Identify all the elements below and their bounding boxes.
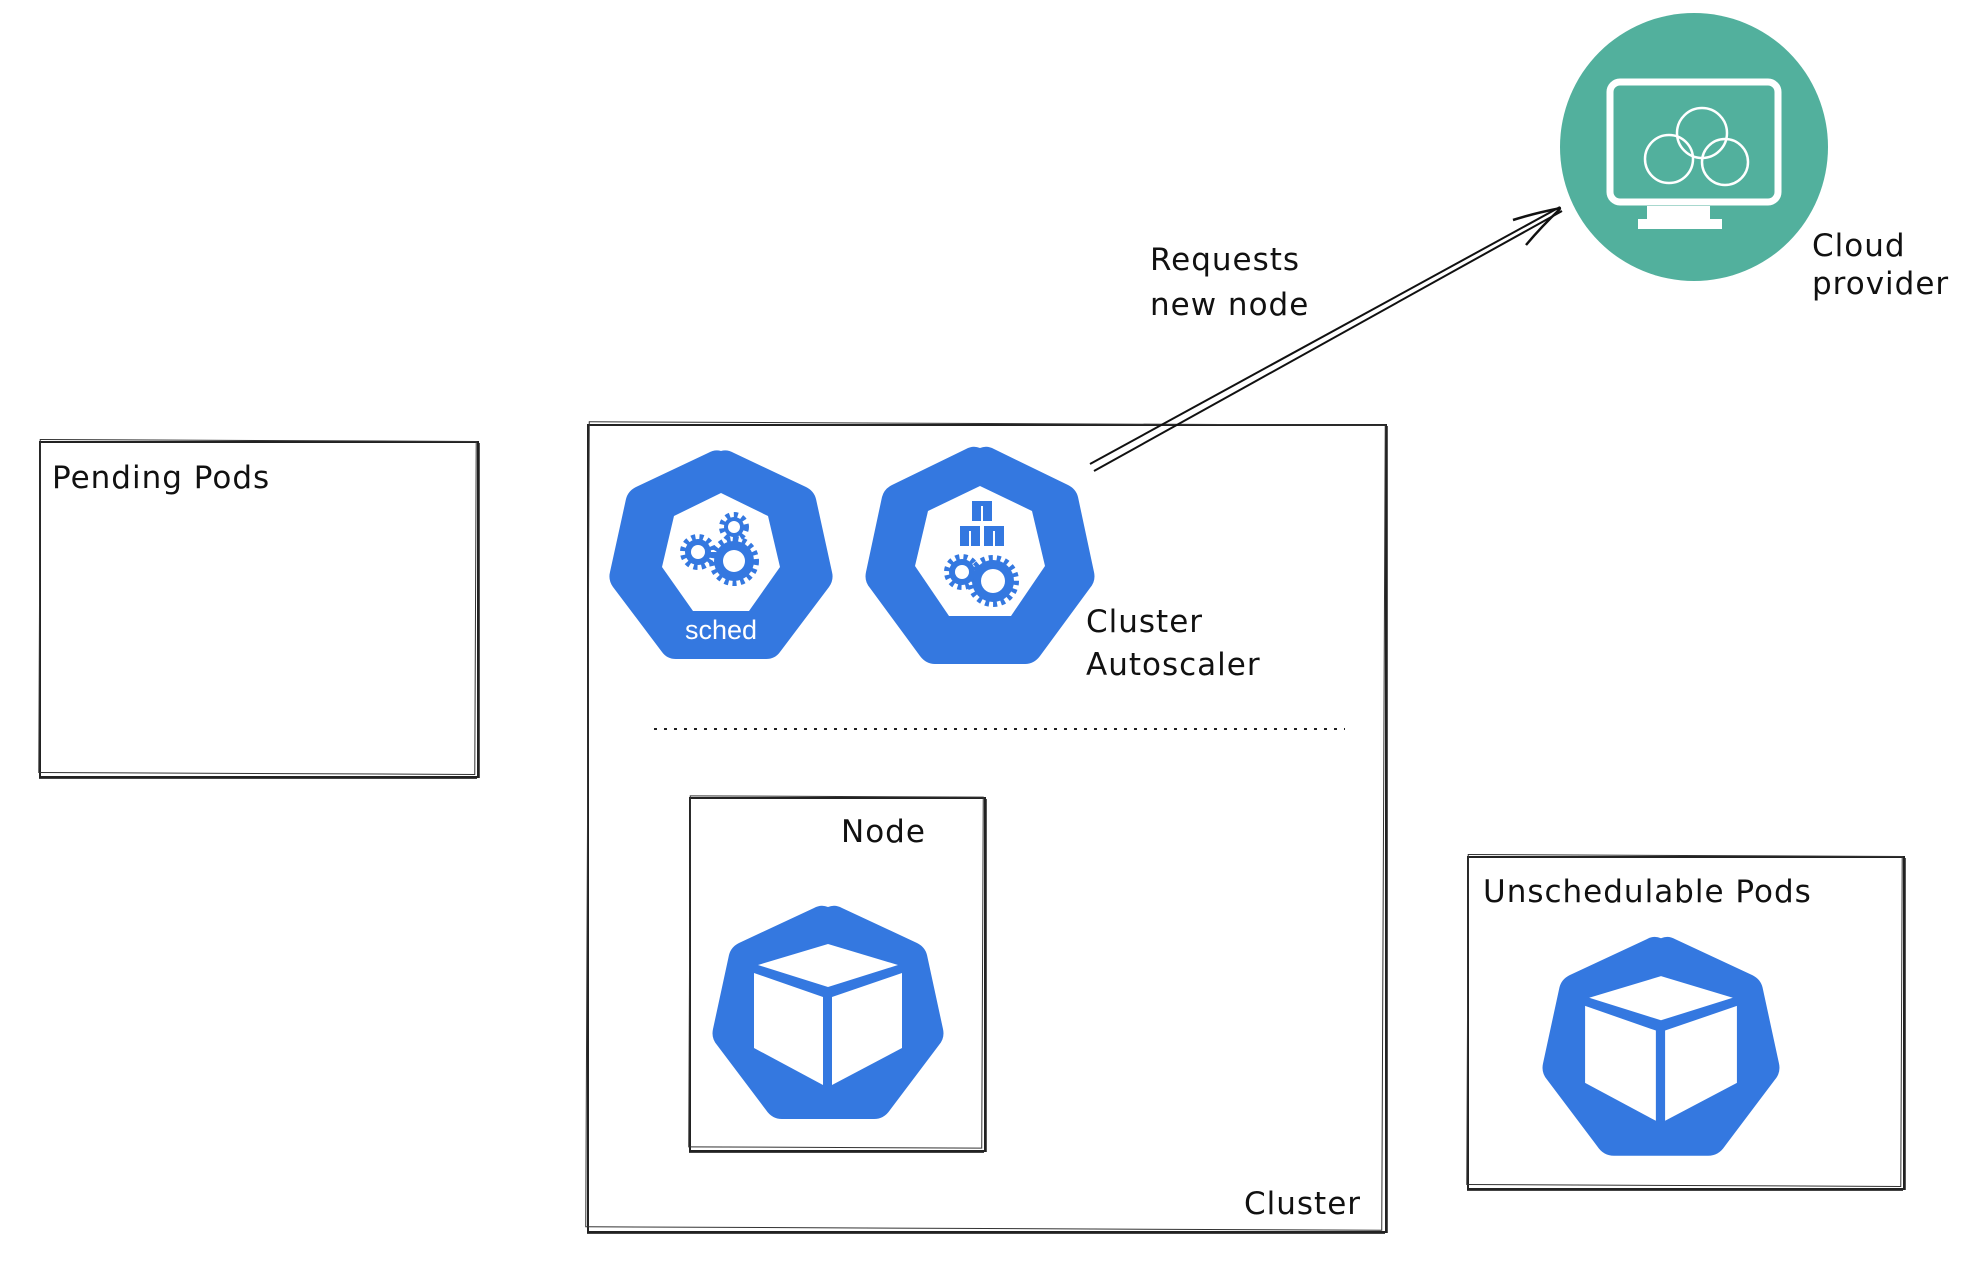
cloud-provider-label-line2: provider: [1812, 266, 1950, 302]
autoscaler-label-line2: Autoscaler: [1086, 647, 1261, 683]
node-box: [689, 797, 986, 1152]
pending-pods-label: Pending Pods: [52, 460, 271, 496]
cluster-autoscaler-icon: [865, 446, 1095, 664]
pending-pods-box: [39, 441, 479, 778]
arrow-label-line1: Requests: [1150, 242, 1301, 278]
kube-scheduler-icon: sched: [609, 450, 833, 659]
scheduler-label: sched: [685, 615, 757, 645]
unschedulable-pods-box: [1467, 856, 1905, 1190]
autoscaler-label-line1: Cluster: [1086, 604, 1204, 640]
cloud-provider-label-line1: Cloud: [1812, 228, 1906, 264]
unschedulable-pods-label: Unschedulable Pods: [1483, 874, 1812, 910]
node-label: Node: [841, 814, 926, 850]
cluster-label: Cluster: [1244, 1186, 1362, 1222]
pod-cube-icon: [712, 905, 944, 1119]
cluster-box: [587, 424, 1387, 1233]
unschedulable-pod-cube-icon: [1542, 936, 1780, 1156]
cloud-monitor-icon: [1560, 13, 1828, 281]
arrow-label-line2: new node: [1150, 287, 1310, 323]
